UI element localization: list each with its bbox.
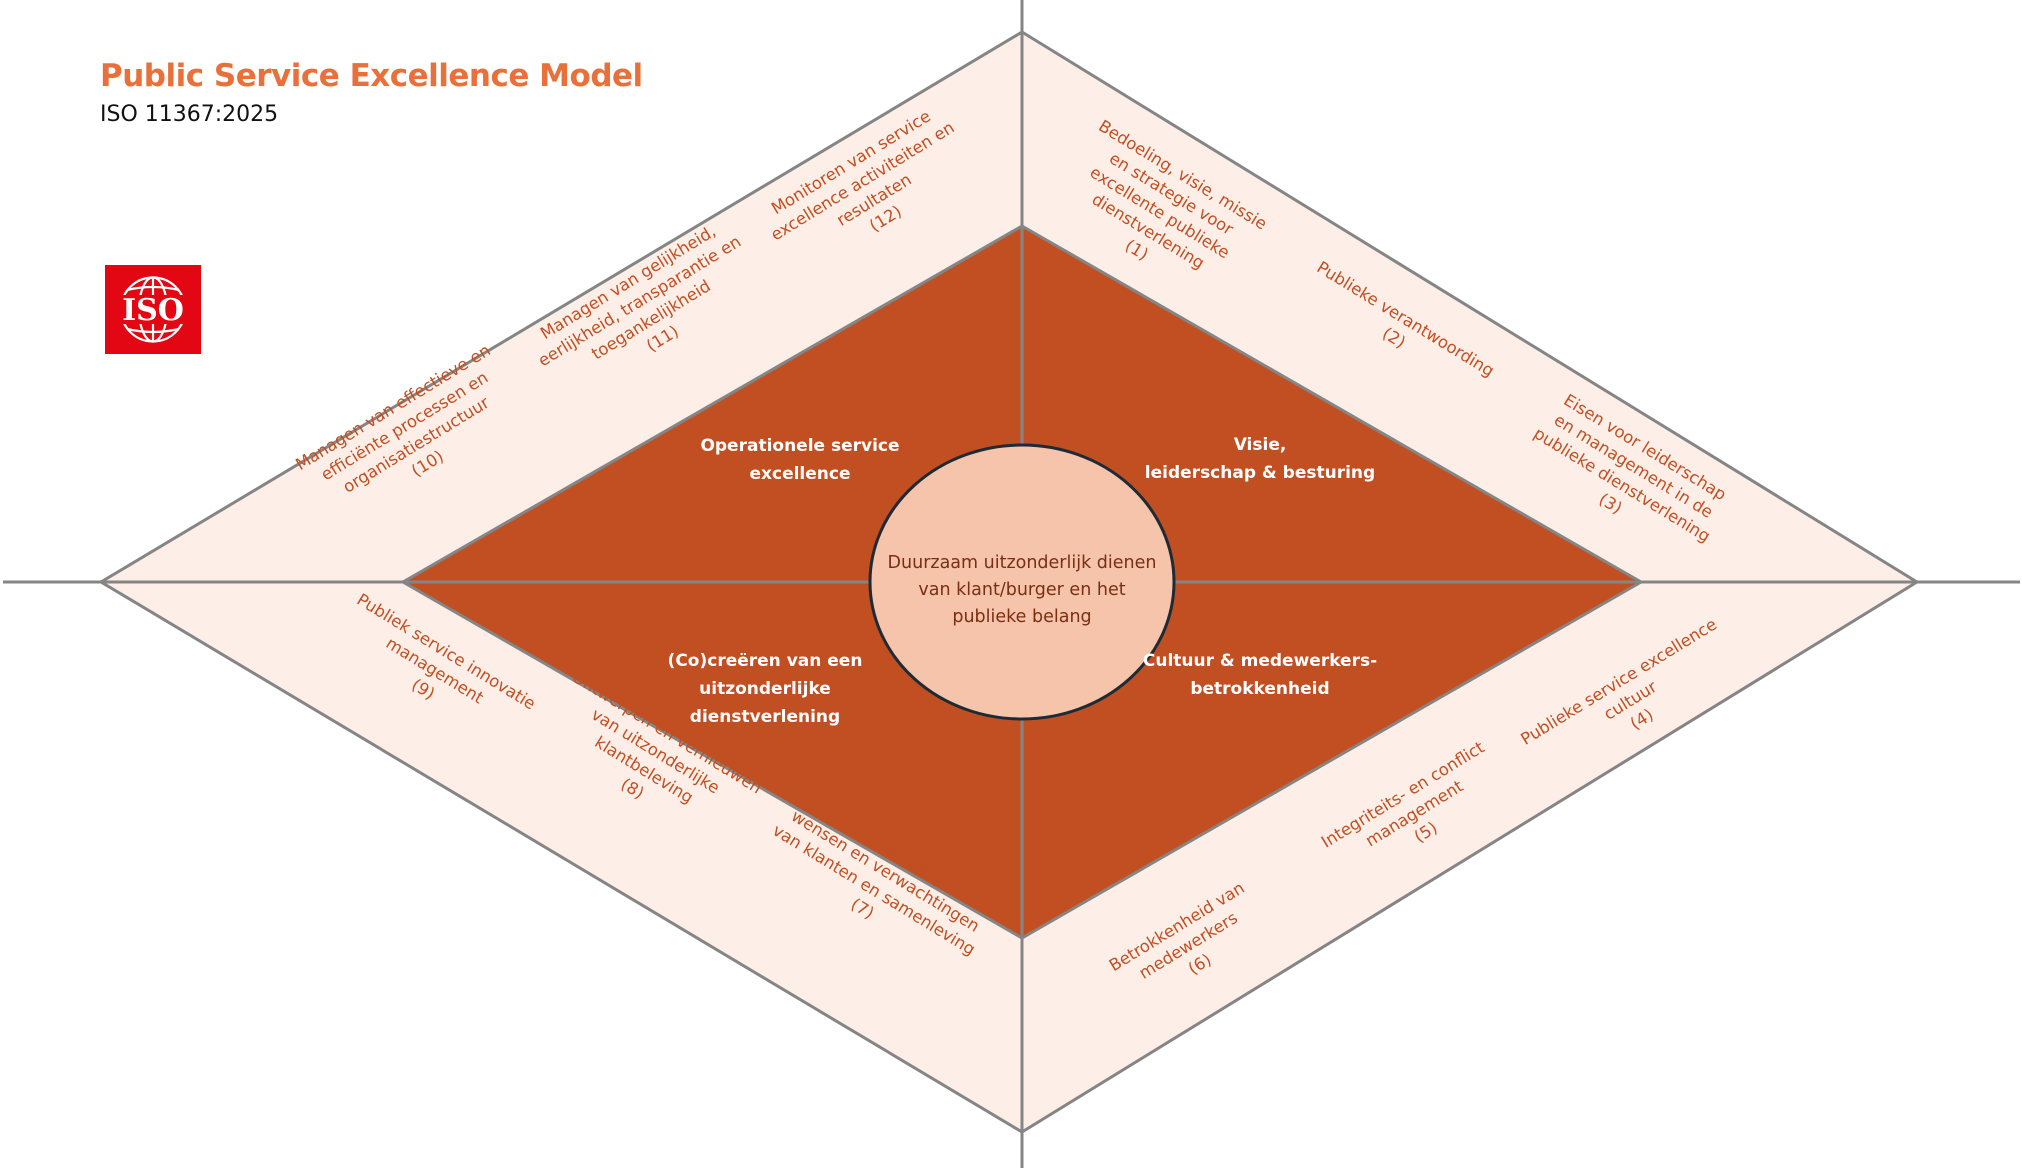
globe-icon: ISO bbox=[115, 276, 191, 343]
page-title: Public Service Excellence Model bbox=[100, 58, 643, 94]
core-line: van klant/burger en het bbox=[918, 580, 1125, 600]
core-statement: Duurzaam uitzonderlijk dienen van klant/… bbox=[888, 553, 1157, 627]
pillar-line: Operationele service bbox=[700, 436, 899, 456]
pillar-line: Visie, bbox=[1234, 435, 1287, 455]
pillar-cocreation: (Co)creëren van een uitzonderlijke diens… bbox=[668, 651, 863, 727]
pillar-line: (Co)creëren van een bbox=[668, 651, 863, 671]
core-line: publieke belang bbox=[952, 607, 1091, 627]
iso-logo: ISO bbox=[105, 265, 201, 354]
logo-text: ISO bbox=[122, 293, 184, 328]
pillar-line: dienstverlening bbox=[690, 707, 840, 727]
standard-reference: ISO 11367:2025 bbox=[100, 102, 279, 127]
pillar-operational: Operationele service excellence bbox=[700, 436, 899, 484]
core-ellipse bbox=[868, 443, 1176, 721]
pillar-line: leiderschap & besturing bbox=[1145, 463, 1375, 483]
pillar-line: uitzonderlijke bbox=[699, 679, 831, 699]
core-line: Duurzaam uitzonderlijk dienen bbox=[888, 553, 1157, 573]
pillar-vision: Visie, leiderschap & besturing bbox=[1145, 435, 1375, 483]
pillar-line: excellence bbox=[750, 464, 851, 484]
pillar-culture: Cultuur & medewerkers- betrokkenheid bbox=[1143, 651, 1377, 699]
pillar-line: Cultuur & medewerkers- bbox=[1143, 651, 1377, 671]
pillar-line: betrokkenheid bbox=[1190, 679, 1329, 699]
header: Public Service Excellence Model ISO 1136… bbox=[100, 58, 643, 127]
